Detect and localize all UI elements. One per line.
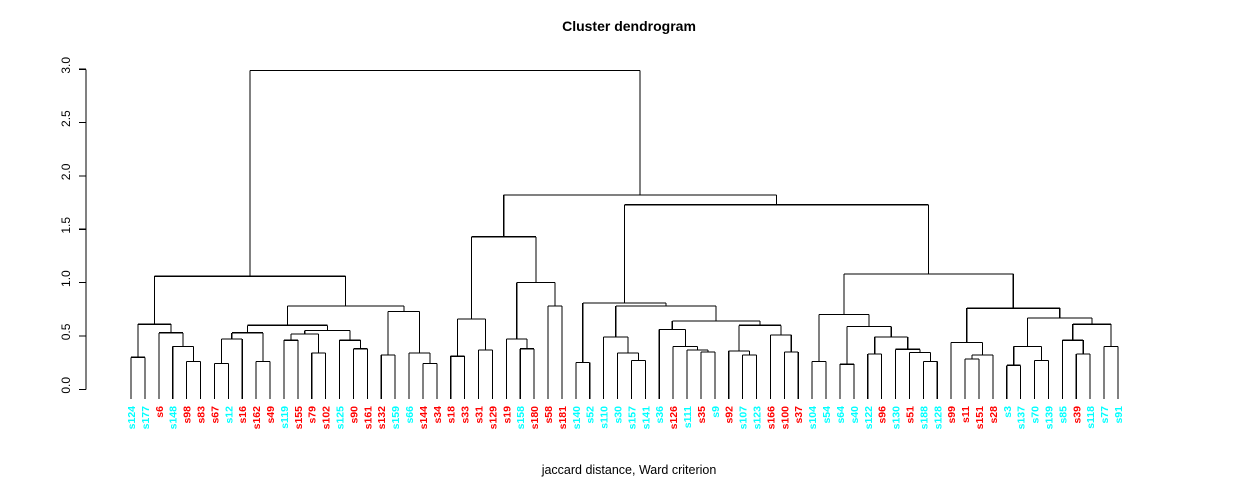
leaf-label: s28 (988, 406, 1000, 424)
leaf-label: s77 (1099, 406, 1111, 424)
leaf-label: s91 (1113, 406, 1125, 424)
leaf-label: s119 (279, 406, 291, 429)
leaf-label: s40 (849, 406, 861, 424)
chart-footer: jaccard distance, Ward criterion (541, 463, 717, 477)
leaf-label: s104 (807, 406, 819, 430)
leaf-label: s90 (348, 406, 360, 424)
leaf-label: s58 (543, 406, 555, 424)
leaf-label: s6 (154, 406, 166, 418)
leaf-label: s124 (126, 406, 138, 430)
leaf-label: s155 (293, 406, 305, 430)
leaf-label: s132 (376, 406, 388, 430)
leaf-label: s118 (1085, 406, 1097, 429)
leaf-label: s148 (168, 406, 180, 430)
leaf-label: s180 (529, 406, 541, 430)
leaf-label: s157 (626, 406, 638, 430)
leaf-label: s188 (918, 406, 930, 430)
leaf-label: s34 (432, 406, 444, 424)
leaf-label: s107 (738, 406, 750, 430)
leaf-label: s83 (196, 406, 208, 424)
leaf-label: s39 (1071, 406, 1083, 424)
leaf-label: s16 (237, 406, 249, 424)
leaf-label: s98 (182, 406, 194, 424)
leaf-label: s161 (362, 406, 374, 430)
leaf-label: s126 (668, 406, 680, 430)
y-axis-tick-label: 2.0 (59, 163, 73, 180)
leaf-label: s99 (946, 406, 958, 424)
leaf-label: s96 (877, 406, 889, 424)
leaf-label: s67 (209, 406, 221, 424)
leaf-label: s3 (1002, 406, 1014, 418)
leaf-label: s125 (335, 406, 347, 430)
leaf-label: s100 (779, 406, 791, 430)
y-axis-tick-label: 0.5 (59, 323, 73, 340)
leaf-label: s66 (404, 406, 416, 424)
leaf-label: s137 (1016, 406, 1028, 430)
leaf-label: s141 (640, 406, 652, 430)
leaf-label: s30 (613, 406, 625, 424)
y-axis-tick-label: 1.0 (59, 270, 73, 287)
leaf-label: s79 (307, 406, 319, 424)
leaf-label: s111 (682, 406, 694, 428)
leaf-label: s144 (418, 406, 430, 430)
leaf-label: s123 (752, 406, 764, 430)
leaf-label: s181 (557, 406, 569, 430)
leaf-label: s110 (599, 406, 611, 429)
leaf-label: s37 (793, 406, 805, 424)
leaf-label: s35 (696, 406, 708, 424)
leaf-label: s151 (974, 406, 986, 430)
chart-title: Cluster dendrogram (562, 18, 696, 34)
leaf-label: s70 (1030, 406, 1042, 424)
leaf-label: s159 (390, 406, 402, 430)
leaf-label: s51 (904, 406, 916, 424)
y-axis-tick-label: 1.5 (59, 217, 73, 234)
leaf-label: s31 (474, 406, 486, 424)
leaf-label: s129 (487, 406, 499, 430)
leaf-label: s166 (765, 406, 777, 430)
leaf-label: s36 (654, 406, 666, 424)
leaf-label: s139 (1043, 406, 1055, 430)
leaf-label: s54 (821, 406, 833, 424)
leaf-label: s64 (835, 406, 847, 424)
leaf-label: s140 (571, 406, 583, 430)
leaf-label: s12 (223, 406, 235, 424)
leaf-label: s9 (710, 406, 722, 418)
y-axis-tick-label: 2.5 (59, 110, 73, 127)
leaf-label: s128 (932, 406, 944, 430)
leaf-label: s85 (1057, 406, 1069, 424)
leaf-label: s49 (265, 406, 277, 424)
leaf-label: s92 (724, 406, 736, 424)
leaf-label: s130 (891, 406, 903, 430)
leaf-label: s158 (515, 406, 527, 430)
y-axis-tick-label: 3.0 (59, 57, 73, 74)
leaf-label: s162 (251, 406, 263, 430)
leaf-label: s33 (460, 406, 472, 424)
leaf-label: s102 (321, 406, 333, 430)
y-axis-tick-label: 0.0 (59, 377, 73, 394)
leaf-label: s177 (140, 406, 152, 430)
leaf-label: s11 (960, 406, 972, 423)
leaf-label: s19 (501, 406, 513, 424)
leaf-label: s122 (863, 406, 875, 430)
leaf-label: s18 (446, 406, 458, 424)
leaf-label: s52 (585, 406, 597, 424)
